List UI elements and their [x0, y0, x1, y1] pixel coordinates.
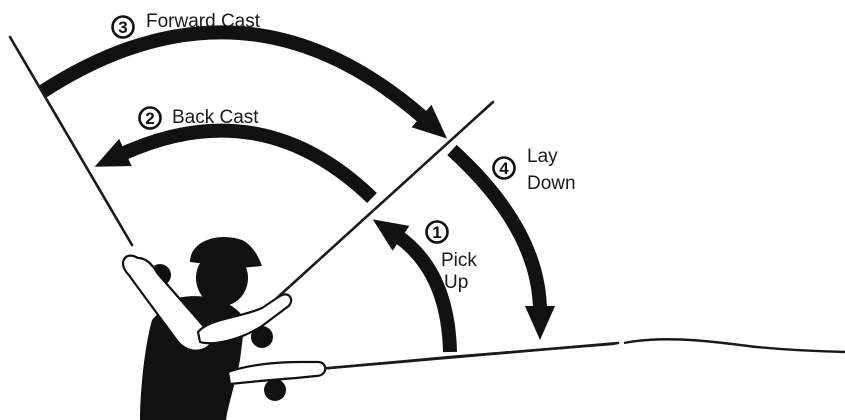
step-2-number: 2	[145, 109, 154, 128]
step-1-text-line-2: Up	[444, 272, 468, 293]
fly-line-tail	[624, 339, 845, 352]
step-1-number: 1	[432, 223, 441, 242]
step-2-text: Back Cast	[172, 107, 259, 128]
back-cast-arrow	[120, 131, 372, 198]
step-3-text: Forward Cast	[146, 11, 261, 32]
rod-forward-position	[318, 343, 618, 369]
step-2-label: 2 Back Cast	[140, 107, 260, 129]
step-4-number: 4	[499, 159, 509, 178]
step-4-text-line-2: Down	[527, 173, 576, 194]
step-3-number: 3	[118, 18, 127, 37]
step-4-text-line-1: Lay	[527, 146, 558, 167]
step-1-text-line-1: Pick	[441, 250, 477, 271]
step-4-label: 4 Lay Down	[494, 146, 576, 194]
